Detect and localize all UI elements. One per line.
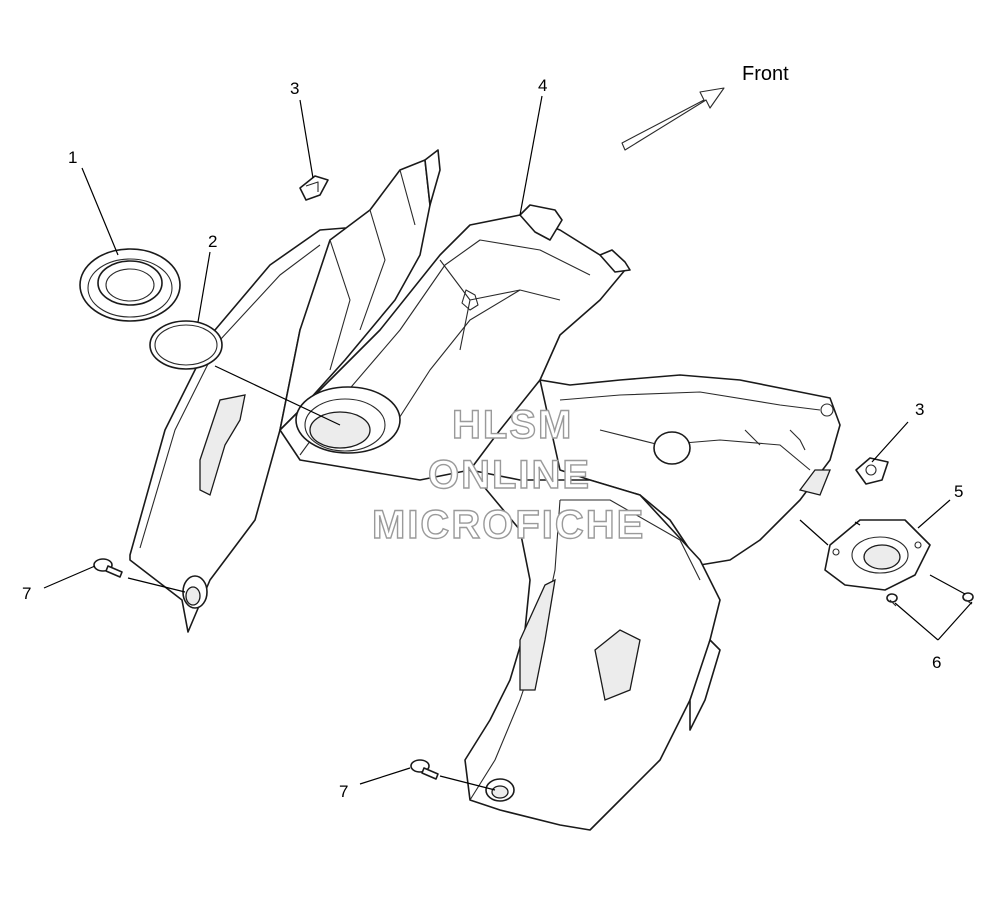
callout-7-left: 7 [22,584,31,603]
screw-a [886,593,898,607]
callout-7-bottom: 7 [339,782,348,801]
body-panel [129,149,841,831]
clip-nut-top [299,175,329,201]
clip-nut-right [855,457,889,485]
callout-6: 6 [932,653,941,672]
cover-plate [824,519,931,591]
watermark: HLSM ONLINE MICROFICHE [371,402,645,547]
callout-4: 4 [538,76,547,95]
o-ring [149,320,223,370]
watermark-line-3: MICROFICHE [372,503,645,547]
filler-cap-ring [79,248,181,322]
push-rivet-left [93,558,123,578]
watermark-line-2: ONLINE [428,453,591,497]
screw-b [962,592,974,605]
front-label: Front [742,63,789,85]
callout-5: 5 [954,482,963,501]
push-rivet-bottom [410,759,439,780]
front-arrow [621,87,725,151]
watermark-line-1: HLSM [452,403,573,447]
callout-3-top: 3 [290,79,299,98]
callout-2: 2 [208,232,217,251]
callout-3-right: 3 [915,400,924,419]
leader-lines [43,95,973,791]
callout-1: 1 [68,148,77,167]
